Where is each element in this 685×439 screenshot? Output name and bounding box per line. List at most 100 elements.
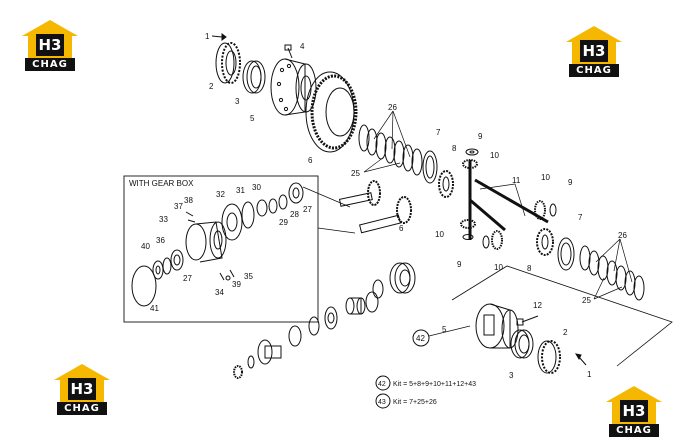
- part-31-gasket: [241, 201, 255, 229]
- callout: 30: [252, 183, 261, 192]
- callout: 31: [236, 186, 245, 195]
- callout: 5: [442, 325, 447, 334]
- callout: 36: [156, 236, 165, 245]
- logo-brand-text: CHAG: [25, 58, 75, 71]
- callout: 33: [159, 215, 168, 224]
- part-7-top-ring: [422, 150, 438, 184]
- assembly-outline: [451, 265, 673, 367]
- callout: 2: [563, 328, 568, 337]
- logo-mark: H3: [68, 378, 96, 400]
- part-29-shim: [268, 198, 278, 214]
- kit-42-ref-circle-main: [412, 329, 430, 347]
- brand-logo-bottom-left: H3 CHAG: [54, 364, 110, 416]
- kit-42-ref-circle: [375, 375, 391, 391]
- callout-labels: 1 2 3 4 5 6 26 7 25 8 9 10 11 6 10 9 10 …: [129, 32, 627, 406]
- part-8-side-gear-lower: [536, 228, 554, 256]
- part-6-drive-pinion-lower: [359, 196, 412, 234]
- callout: 12: [533, 301, 542, 310]
- part-9-pinion-washer-top: [465, 148, 479, 156]
- part-9-pinion-washer-right: [549, 203, 557, 217]
- part-outer-bearing-large: [389, 262, 416, 294]
- callout: 37: [174, 202, 183, 211]
- callout: 10: [541, 173, 550, 182]
- logo-brand-text: CHAG: [609, 424, 659, 437]
- kit-43-ref: 43: [378, 399, 386, 406]
- callout: 9: [568, 178, 573, 187]
- part-10-pinion-gear-right: [534, 200, 546, 220]
- part-27-bearing-left: [170, 249, 184, 271]
- callout: 25: [351, 169, 360, 178]
- part-seal-ring: [288, 325, 302, 347]
- part-40-bearing: [152, 260, 164, 280]
- part-6-drive-pinion-upper: [338, 180, 381, 207]
- callout: 29: [279, 218, 288, 227]
- brand-logo-bottom-right: H3 CHAG: [606, 386, 662, 438]
- part-3-lower-bearing-cup: [510, 329, 534, 359]
- part-34-35-39-bolts: [219, 269, 235, 281]
- callout: 5: [250, 114, 255, 123]
- callout: 3: [509, 371, 514, 380]
- part-flange-yoke: [257, 339, 282, 365]
- part-3-top-bearing-cup: [242, 60, 266, 94]
- callout: 41: [150, 304, 159, 313]
- brand-logo-top-left: H3 CHAG: [22, 20, 78, 72]
- callout: 40: [141, 242, 150, 251]
- part-1-top-bolt: [211, 33, 227, 41]
- part-10-pinion-gear-left: [491, 230, 503, 250]
- part-9-pinion-washer-left: [482, 235, 490, 249]
- part-nut: [233, 365, 243, 379]
- callout: 11: [512, 176, 521, 185]
- part-5-differential-case-lower: [475, 303, 519, 349]
- part-11-spider-shaft: [468, 160, 549, 240]
- callout: 8: [452, 144, 457, 153]
- part-snap-ring-1: [372, 279, 384, 299]
- part-spacer-ring: [308, 316, 320, 336]
- callout: 1: [587, 370, 592, 379]
- part-12-case-bolt-lower: [516, 315, 539, 326]
- part-28-washer: [278, 194, 288, 210]
- callout: 10: [494, 263, 503, 272]
- part-37-38-bolts: [185, 211, 196, 223]
- part-32-flange: [221, 203, 243, 241]
- kit-42-text: Kit = 5+8+9+10+11+12+43: [393, 381, 476, 388]
- gearbox-title: WITH GEAR BOX: [129, 179, 194, 188]
- part-27-bearing-right: [288, 182, 304, 204]
- callout: 26: [618, 231, 627, 240]
- logo-mark: H3: [620, 400, 648, 422]
- part-30-ring: [256, 199, 268, 217]
- part-26-shims-lower: [579, 245, 645, 301]
- callout: 42: [416, 334, 425, 343]
- logo-mark: H3: [580, 40, 608, 62]
- part-2-lower-bearing-cone: [537, 340, 561, 374]
- callout: 9: [457, 260, 462, 269]
- part-6-ring-gear: [305, 71, 358, 153]
- part-7-lower-ring: [557, 237, 575, 271]
- part-spacer-sleeve: [345, 297, 366, 315]
- callout: 2: [209, 82, 214, 91]
- brand-logo-top-right: H3 CHAG: [566, 26, 622, 78]
- callout: 35: [244, 272, 253, 281]
- part-1-lower-bolt: [574, 353, 587, 366]
- callout: 6: [308, 156, 313, 165]
- callout: 10: [490, 151, 499, 160]
- logo-brand-text: CHAG: [57, 402, 107, 415]
- part-41-cover-disc: [131, 265, 157, 307]
- part-9-pinion-washer-lower: [462, 234, 474, 240]
- callout: 6: [399, 224, 404, 233]
- kit-43-ref-circle: [375, 393, 391, 409]
- logo-mark: H3: [36, 34, 64, 56]
- callout: 10: [435, 230, 444, 239]
- part-2-top-bearing-cone: [215, 42, 241, 84]
- callout: 25: [582, 296, 591, 305]
- callout: 32: [216, 190, 225, 199]
- part-5-differential-case-half: [270, 58, 317, 116]
- callout: 28: [290, 210, 299, 219]
- callout: 8: [527, 264, 532, 273]
- part-4-case-bolt: [284, 44, 293, 59]
- callout: 26: [388, 103, 397, 112]
- callout: 1: [205, 32, 210, 41]
- callout: 27: [183, 274, 192, 283]
- part-inner-bearing: [324, 306, 338, 330]
- kit-42-ref: 42: [378, 381, 386, 388]
